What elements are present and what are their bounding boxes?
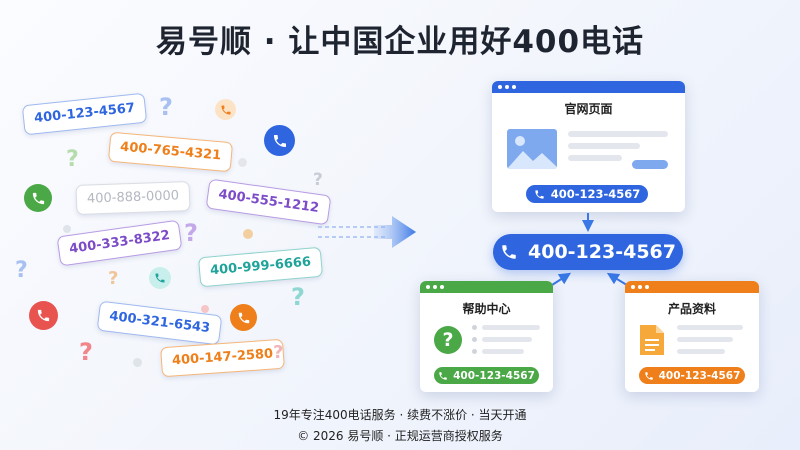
- phone-icon: [230, 304, 257, 331]
- window-title: 产品资料: [667, 302, 716, 316]
- phone-icon: [149, 267, 171, 289]
- decorative-dot: [63, 225, 71, 233]
- document-icon: [640, 325, 664, 359]
- arrow-icon: [318, 216, 416, 248]
- text-line: [677, 325, 743, 330]
- question-mark-icon: ?: [108, 268, 119, 289]
- help-center-window: 帮助中心 ? 400-123-4567: [420, 281, 553, 392]
- decorative-dot: [133, 358, 142, 367]
- text-line: [677, 337, 733, 342]
- question-mark-icon: ?: [79, 338, 93, 366]
- text-line: [482, 349, 524, 354]
- image-icon: [507, 129, 557, 169]
- window-title-bar: [492, 81, 685, 93]
- question-mark-icon: ?: [434, 326, 462, 354]
- product-number-pill[interactable]: 400-123-4567: [639, 367, 745, 384]
- phone-icon: [24, 184, 52, 212]
- decorative-dot: [243, 229, 253, 239]
- text-line: [568, 131, 668, 137]
- question-mark-icon: ?: [184, 219, 198, 247]
- product-docs-window: 产品资料 400-123-4567: [625, 281, 759, 392]
- question-mark-icon: ?: [313, 170, 323, 190]
- text-line: [677, 349, 725, 354]
- phone-icon: [29, 301, 58, 330]
- main-number-pill[interactable]: 400-123-4567: [493, 234, 683, 270]
- question-mark-icon: ?: [66, 147, 79, 172]
- phone-icon: [644, 371, 653, 380]
- text-line: [482, 337, 532, 342]
- phone-icon: [502, 245, 516, 259]
- question-mark-icon: ?: [273, 342, 284, 363]
- question-mark-icon: ?: [291, 283, 305, 311]
- help-number-pill[interactable]: 400-123-4567: [434, 367, 539, 384]
- phone-icon: [439, 371, 447, 380]
- list-bullet: [472, 349, 477, 354]
- question-mark-icon: ?: [159, 93, 173, 121]
- window-title-bar: [420, 281, 553, 293]
- text-line: [568, 155, 622, 161]
- window-title: 官网页面: [564, 102, 613, 116]
- footer-tagline: 19年专注400电话服务 · 续费不涨价 · 当天开通: [273, 408, 527, 422]
- phone-icon: [215, 99, 236, 120]
- phone-icon[interactable]: [264, 125, 295, 156]
- list-bullet: [472, 337, 477, 342]
- footer-copyright: © 2026 易号顺 · 正规运营商授权服务: [297, 429, 503, 443]
- text-line: [568, 143, 640, 149]
- website-window: 官网页面 400-123-4567: [492, 81, 685, 212]
- question-mark-icon: ?: [15, 258, 28, 283]
- window-title: 帮助中心: [462, 302, 511, 316]
- decorative-dot: [201, 305, 209, 313]
- website-number-pill[interactable]: 400-123-4567: [526, 185, 648, 203]
- window-title-bar: [625, 281, 759, 293]
- phone-icon: [535, 189, 544, 199]
- text-line: [482, 325, 540, 330]
- page-title: 易号顺 · 让中国企业用好400电话: [155, 24, 645, 60]
- list-bullet: [472, 325, 477, 330]
- website-button[interactable]: [632, 160, 668, 169]
- decorative-dot: [238, 158, 247, 167]
